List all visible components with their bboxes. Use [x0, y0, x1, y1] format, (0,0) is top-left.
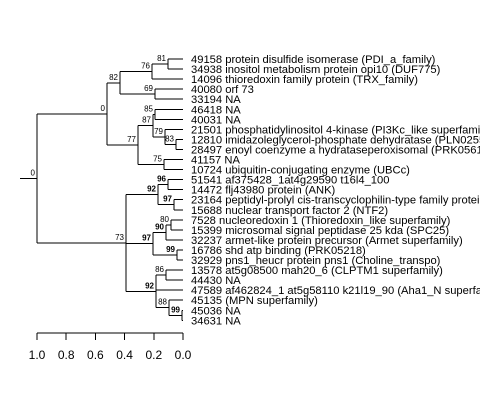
support-value: 90 [155, 222, 164, 231]
axis-tick-label: 0.0 [175, 348, 192, 362]
support-value: 82 [109, 73, 118, 82]
leaf-label: 45036 NA [191, 305, 241, 317]
support-value: 69 [144, 84, 153, 93]
support-value: 92 [145, 281, 154, 290]
support-value: 96 [157, 175, 166, 184]
leaf-label: 46418 NA [191, 104, 241, 116]
leaf-label: 40031 NA [191, 114, 241, 126]
support-value: 88 [158, 298, 167, 307]
leaf-label: 28497 enoyl coenzyme a hydrataseperoxiso… [191, 144, 480, 156]
leaf-label: 10724 ubiquitin-conjugating enzyme (UBCc… [191, 165, 410, 177]
support-value: 83 [165, 134, 174, 143]
leaf-label: 32237 armet-like protein precursor (Arme… [191, 235, 463, 247]
support-value: 76 [141, 62, 150, 71]
leaf-labels: 49158 protein disulfide isomerase (PDI_a… [191, 54, 480, 327]
support-value: 99 [166, 245, 175, 254]
leaf-label: 15399 microsomal signal peptidase 25 kda… [191, 225, 449, 237]
leaf-label: 14096 thioredoxin family protein (TRX_fa… [191, 74, 418, 86]
support-value: 85 [144, 104, 153, 113]
leaf-label: 15688 nuclear transport factor 2 (NTF2) [191, 205, 388, 217]
support-value: 92 [147, 185, 156, 194]
leaf-label: 49158 protein disulfide isomerase (PDI_a… [191, 54, 436, 66]
support-value: 0 [101, 104, 106, 113]
leaf-label: 23164 peptidyl-prolyl cis-transcyclophil… [191, 195, 480, 207]
leaf-label: 14472 flj43980 protein (ANK) [191, 185, 336, 197]
axis-tick-label: 1.0 [29, 348, 46, 362]
leaf-label: 21501 phosphatidylinositol 4-kinase (PI3… [191, 124, 480, 136]
support-value: 77 [127, 135, 136, 144]
axis-tick-label: 0.2 [145, 348, 162, 362]
leaf-label: 16786 shd atp binding (PRK05218) [191, 245, 366, 257]
leaf-label: 41157 NA [191, 155, 240, 167]
support-value: 75 [153, 155, 162, 164]
support-value: 97 [142, 234, 151, 243]
support-value: 80 [160, 215, 169, 224]
support-value: 87 [142, 116, 151, 125]
leaf-label: 32929 pns1_heucr protein pns1 (Choline_t… [191, 255, 441, 267]
leaf-label: 45135 (MPN superfamily) [191, 295, 318, 307]
axis-tick-label: 0.8 [58, 348, 75, 362]
support-value: 97 [163, 195, 172, 204]
leaf-label: 13578 at5g08500 mah20_6 (CLPTM1 superfam… [191, 265, 443, 277]
leaf-label: 34938 inositol metabolism protein opi10 … [191, 64, 441, 76]
leaf-label: 44430 NA [191, 275, 241, 287]
leaf-label: 34631 NA [191, 315, 241, 327]
tree-edges [20, 58, 183, 321]
axis-tick-label: 0.6 [87, 348, 104, 362]
leaf-label: 51541 af375428_1at4g29590 t16l4_100 [191, 175, 389, 187]
leaf-label: 7528 nucleoredoxin 1 (Thioredoxin_like s… [191, 215, 451, 227]
leaf-label: 47589 af462824_1 at5g58110 k21l19_90 (Ah… [191, 285, 480, 297]
support-value: 0 [31, 169, 36, 178]
leaf-label: 12810 imidazoleglycerol-phosphate dehydr… [191, 134, 480, 146]
support-value: 86 [155, 265, 164, 274]
axis-tick-label: 0.4 [116, 348, 133, 362]
support-value: 73 [115, 233, 124, 242]
support-value: 99 [171, 305, 180, 314]
distance-axis: 1.0 0.8 0.6 0.4 0.2 0.0 [29, 332, 192, 362]
leaf-label: 33194 NA [191, 94, 241, 106]
support-value: 81 [157, 54, 166, 63]
support-value: 79 [154, 127, 163, 136]
leaf-label: 40080 orf 73 [191, 84, 254, 96]
